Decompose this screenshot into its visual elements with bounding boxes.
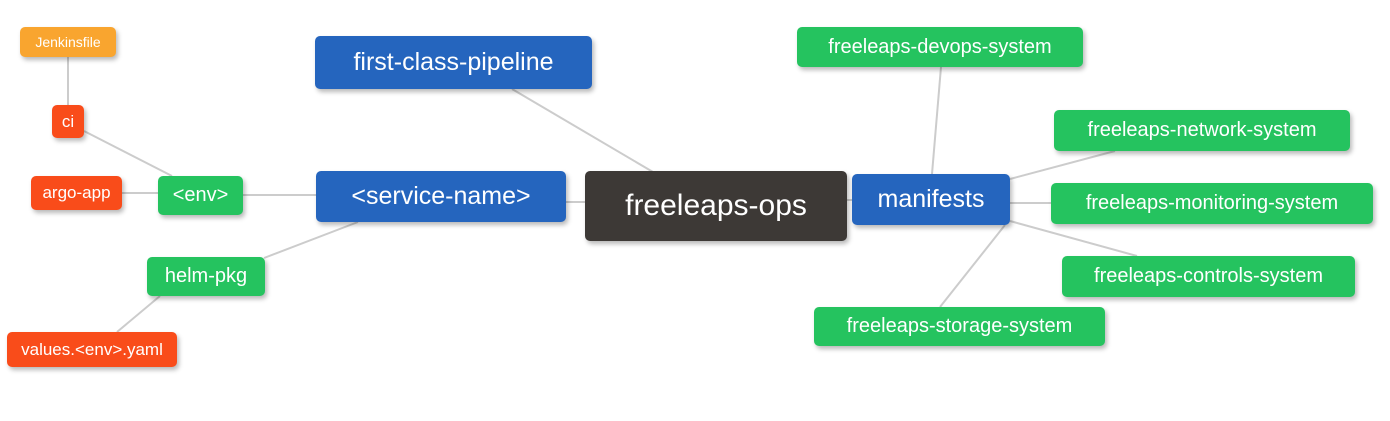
node-freeleaps-monitoring-system[interactable]: freeleaps-monitoring-system bbox=[1051, 183, 1373, 224]
node-jenkinsfile[interactable]: Jenkinsfile bbox=[20, 27, 116, 57]
node-values-env-yaml[interactable]: values.<env>.yaml bbox=[7, 332, 177, 367]
node-env[interactable]: <env> bbox=[158, 176, 243, 215]
edge-manifests-storage bbox=[939, 224, 1006, 308]
edge-manifests-network bbox=[1009, 150, 1116, 180]
node-manifests[interactable]: manifests bbox=[852, 174, 1010, 225]
edge-service-helmpkg bbox=[263, 221, 359, 259]
node-helm-pkg[interactable]: helm-pkg bbox=[147, 257, 265, 296]
node-freeleaps-network-system[interactable]: freeleaps-network-system bbox=[1054, 110, 1350, 151]
node-first-class-pipeline[interactable]: first-class-pipeline bbox=[315, 36, 592, 89]
node-argo-app[interactable]: argo-app bbox=[31, 176, 122, 210]
edge-pipeline-ops bbox=[511, 88, 654, 173]
edge-manifests-controls bbox=[1009, 220, 1138, 257]
node-freeleaps-controls-system[interactable]: freeleaps-controls-system bbox=[1062, 256, 1355, 297]
edge-ci-env bbox=[83, 130, 173, 177]
node-freeleaps-devops-system[interactable]: freeleaps-devops-system bbox=[797, 27, 1083, 67]
node-service-name[interactable]: <service-name> bbox=[316, 171, 566, 222]
node-freeleaps-storage-system[interactable]: freeleaps-storage-system bbox=[814, 307, 1105, 346]
node-freeleaps-ops-root[interactable]: freeleaps-ops bbox=[585, 171, 847, 241]
node-ci[interactable]: ci bbox=[52, 105, 84, 138]
edge-manifests-devops bbox=[931, 66, 942, 175]
edge-helmpkg-values bbox=[116, 295, 161, 333]
